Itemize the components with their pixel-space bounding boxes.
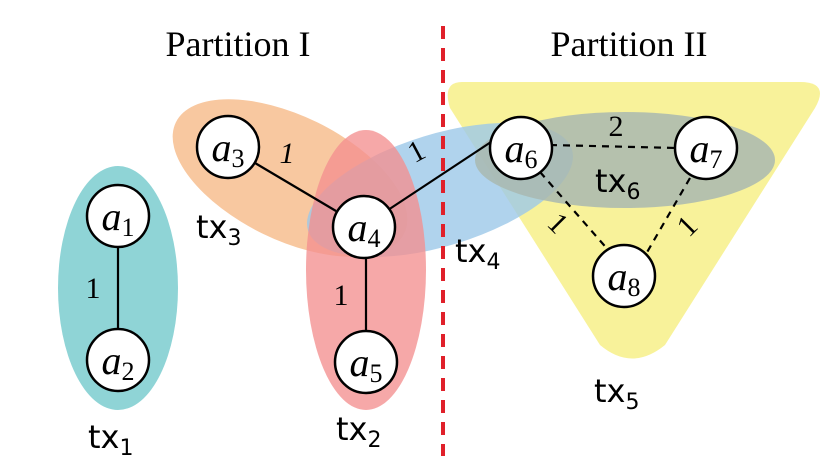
- svg-text:tx2: tx2: [336, 410, 381, 453]
- node-a6-subscript: 6: [525, 145, 538, 174]
- tx4-subscript: 4: [486, 250, 500, 275]
- partition-title-1: Partition I: [166, 24, 311, 64]
- weight-a4-a5: 1: [334, 279, 349, 312]
- edge-a7-a8: [645, 177, 691, 255]
- node-a3: a3: [195, 114, 261, 180]
- node-a3-label: a: [212, 125, 232, 170]
- svg-text:a5: a5: [350, 340, 383, 388]
- edge-a3-a4: [254, 162, 337, 212]
- svg-text:a3: a3: [212, 125, 245, 173]
- tx2-subscript: 2: [367, 428, 381, 453]
- node-a7: a7: [673, 115, 739, 181]
- edge-a6-a7: [549, 143, 678, 150]
- edges: [116, 139, 691, 330]
- node-a5: a5: [333, 329, 399, 395]
- tx6-label: tx: [595, 162, 626, 200]
- node-a4: a4: [331, 194, 397, 260]
- node-a2-label: a: [102, 338, 122, 383]
- svg-text:tx5: tx5: [594, 372, 639, 415]
- node-a2-subscript: 2: [122, 357, 135, 386]
- tx3-subscript: 3: [227, 226, 241, 251]
- node-a3-subscript: 3: [232, 144, 245, 173]
- svg-text:tx4: tx4: [455, 232, 500, 275]
- tx6-subscript: 6: [626, 180, 640, 205]
- tx1-label: tx: [88, 418, 119, 456]
- edge-a6-a8: [539, 171, 611, 253]
- tx5-label: tx: [594, 372, 625, 410]
- svg-text:a8: a8: [608, 254, 641, 302]
- node-a4-label: a: [348, 205, 368, 250]
- tx4-label: tx: [455, 232, 486, 270]
- node-a5-label: a: [350, 340, 370, 385]
- weight-a3-a4: 1: [280, 137, 295, 170]
- transaction-labels: tx1 tx2 tx3 tx4 tx5 tx6: [88, 162, 640, 461]
- svg-text:a1: a1: [102, 194, 135, 242]
- tx1-subscript: 1: [119, 436, 133, 461]
- tx3-label: tx: [196, 208, 227, 246]
- tx2-label: tx: [336, 410, 367, 448]
- svg-text:a7: a7: [690, 126, 723, 174]
- node-a7-subscript: 7: [710, 145, 723, 174]
- node-a8-label: a: [608, 254, 628, 299]
- svg-text:a2: a2: [102, 338, 135, 386]
- node-a4-subscript: 4: [368, 224, 381, 253]
- node-a1-subscript: 1: [122, 213, 135, 242]
- svg-text:tx6: tx6: [595, 162, 640, 205]
- svg-text:tx3: tx3: [196, 208, 241, 251]
- node-a1: a1: [85, 183, 151, 249]
- node-a7-label: a: [690, 126, 710, 171]
- node-a8: a8: [591, 243, 657, 309]
- svg-text:a6: a6: [505, 126, 538, 174]
- weight-a6-a7: 2: [609, 110, 624, 143]
- node-a6: a6: [488, 115, 554, 181]
- partition-title-2: Partition II: [551, 24, 708, 64]
- node-a5-subscript: 5: [370, 359, 383, 388]
- weight-a1-a2: 1: [86, 272, 101, 305]
- node-a8-subscript: 8: [628, 273, 641, 302]
- tx5-subscript: 5: [625, 390, 639, 415]
- svg-text:a4: a4: [348, 205, 381, 253]
- svg-text:tx1: tx1: [88, 418, 133, 461]
- node-a1-label: a: [102, 194, 122, 239]
- edge-a4-a6: [387, 139, 495, 211]
- nodes: a1 a2 a3 a4 a5 a6 a7 a8: [85, 114, 739, 395]
- node-a6-label: a: [505, 126, 525, 171]
- node-a2: a2: [85, 327, 151, 393]
